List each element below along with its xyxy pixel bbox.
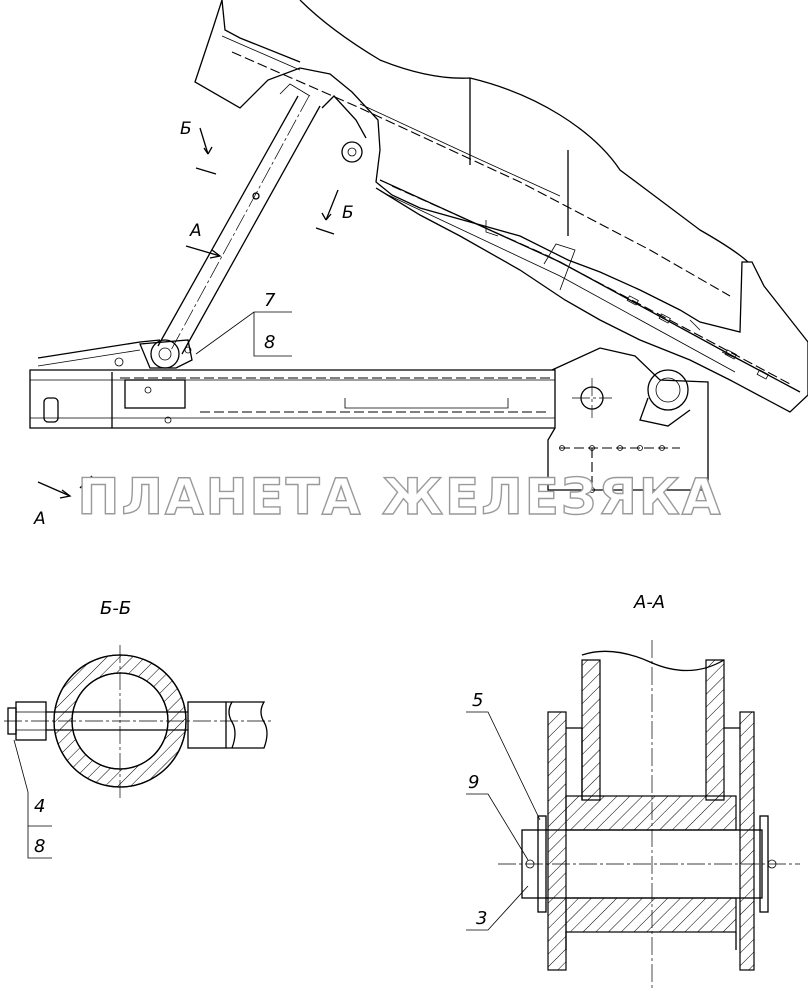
callout-7-number: 7 [264, 290, 276, 311]
section-bb-title: Б-Б [100, 598, 131, 619]
support-strut [114, 95, 321, 369]
watermark: ПЛАНЕТА ЖЕЛЕЗЯКА [78, 468, 723, 526]
callout-4-number: 4 [34, 796, 45, 817]
main-view: Б Б А А 7 8 [29, 0, 808, 529]
marker-b-right: Б [342, 203, 354, 223]
marker-a-strut: А [189, 221, 202, 241]
section-markers: Б Б А А [33, 119, 354, 529]
callout-7-qty: 8 [264, 332, 275, 353]
chassis-frame [29, 339, 709, 493]
callout-7: 7 8 [195, 290, 292, 357]
callout-5-number: 5 [472, 690, 483, 711]
marker-b-top: Б [180, 119, 192, 139]
marker-a-bottom: А [33, 509, 46, 529]
callout-9-number: 9 [468, 772, 479, 793]
section-bb: Б-Б 4 8 [4, 598, 272, 859]
callout-3-number: 3 [476, 908, 487, 929]
section-aa-title: А-А [633, 592, 665, 613]
tipper-body [194, 0, 808, 413]
callout-4-qty: 8 [34, 836, 45, 857]
section-aa: А-А 5 9 3 [466, 592, 800, 990]
